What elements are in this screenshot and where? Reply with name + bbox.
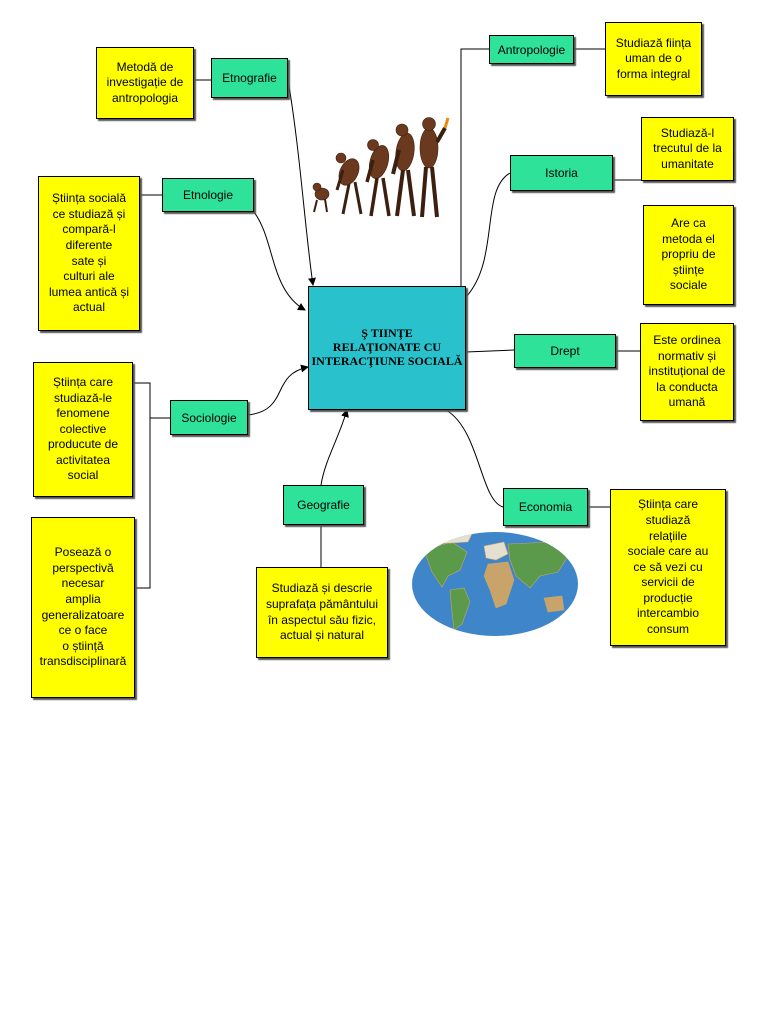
node-istoria[interactable]: Istoria [510, 155, 613, 191]
note-drept: Este ordinea normativ și instituțional d… [640, 323, 734, 421]
link-istoria-note [613, 155, 644, 181]
note-sociologie-2: Posează o perspectivă necesar amplia gen… [31, 517, 135, 698]
node-geografie[interactable]: Geografie [283, 485, 364, 525]
note-economia: Știința care studiază relațiile sociale … [610, 489, 726, 646]
node-sociologie[interactable]: Sociologie [170, 400, 248, 435]
link-antropologie [460, 48, 489, 287]
note-antropologie: Studiază ființa uman de o forma integral [605, 22, 702, 96]
note-etnografie: Metodă de investigație de antropologia [96, 47, 194, 119]
node-etnologie[interactable]: Etnologie [162, 178, 254, 212]
link-sociologie-bracket [133, 382, 170, 589]
link-etnografie [287, 79, 316, 286]
note-istoria-1: Studiază-l trecutul de la umanitate [641, 117, 734, 181]
node-drept[interactable]: Drept [514, 334, 616, 368]
node-economia[interactable]: Economia [503, 488, 588, 526]
node-etnografie[interactable]: Etnografie [211, 58, 288, 98]
note-geografie: Studiază și descrie suprafața pământului… [256, 567, 388, 658]
link-drept [465, 349, 515, 353]
link-sociologie [247, 364, 309, 416]
note-etnologie: Știința socială ce studiază și compară-l… [38, 176, 140, 331]
link-geografie [320, 409, 349, 486]
central-node[interactable]: Ş TIINŢE RELAŢIONATE CU INTERACŢIUNE SOC… [308, 286, 466, 410]
link-economia [445, 409, 504, 508]
human-evolution-image [312, 117, 450, 218]
link-etnologie [253, 211, 306, 311]
note-sociologie-1: Știința care studiază-le fenomene colect… [33, 362, 133, 497]
node-antropologie[interactable]: Antropologie [489, 35, 574, 64]
note-istoria-2: Are ca metoda el propriu de științe soci… [643, 205, 734, 305]
world-map-image [412, 532, 578, 636]
link-istoria [465, 172, 511, 298]
